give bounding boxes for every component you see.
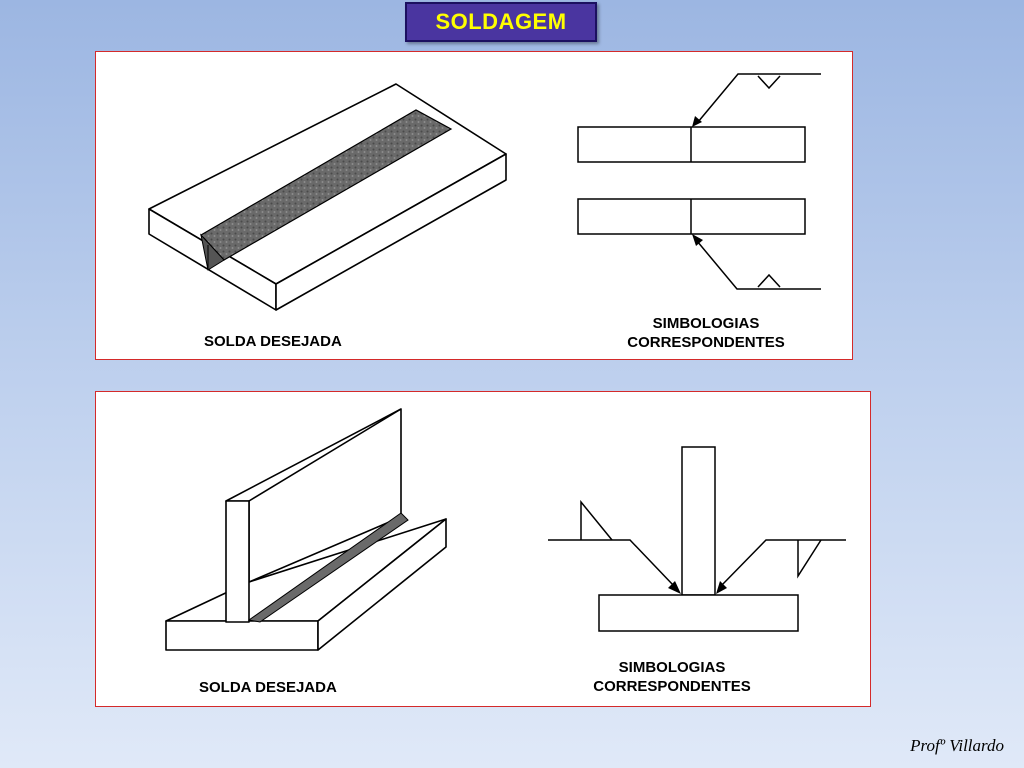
fillet-symbol-arrow-right — [716, 581, 727, 594]
butt-weld-caption: SOLDA DESEJADA — [204, 333, 342, 350]
fillet-weld-panel: SOLDA DESEJADA SIMBOLOGIAS CORRESPONDENT… — [95, 391, 871, 707]
symbology-caption-line1: SIMBOLOGIAS — [652, 315, 760, 332]
fillet-weld-bead — [247, 512, 409, 623]
fillet-weld-diagram — [165, 408, 846, 651]
symbology-caption-line1: SIMBOLOGIAS — [618, 659, 726, 676]
butt-weld-diagram — [148, 73, 821, 311]
symbology-caption-line2: CORRESPONDENTES — [627, 334, 785, 351]
fillet-weld-vertical-plate — [225, 408, 402, 623]
butt-weld-panel: SOLDA DESEJADA SIMBOLOGIAS CORRESPONDENT… — [95, 51, 853, 360]
fillet-weld-symbol — [548, 446, 846, 632]
fillet-weld-symbology-caption: SIMBOLOGIAS CORRESPONDENTES — [572, 658, 772, 696]
symbology-caption-line2: CORRESPONDENTES — [593, 678, 751, 695]
slide-title: SOLDAGEM — [405, 2, 597, 42]
fillet-weld-caption: SOLDA DESEJADA — [199, 679, 337, 696]
butt-weld-symbol-arrow-side — [577, 73, 821, 163]
author-credit: Profº Villardo — [910, 736, 1004, 755]
butt-weld-symbology-caption: SIMBOLOGIAS CORRESPONDENTES — [606, 314, 806, 352]
butt-weld-symbol-other-side — [577, 198, 821, 290]
fillet-symbol-arrow-left — [668, 581, 681, 594]
